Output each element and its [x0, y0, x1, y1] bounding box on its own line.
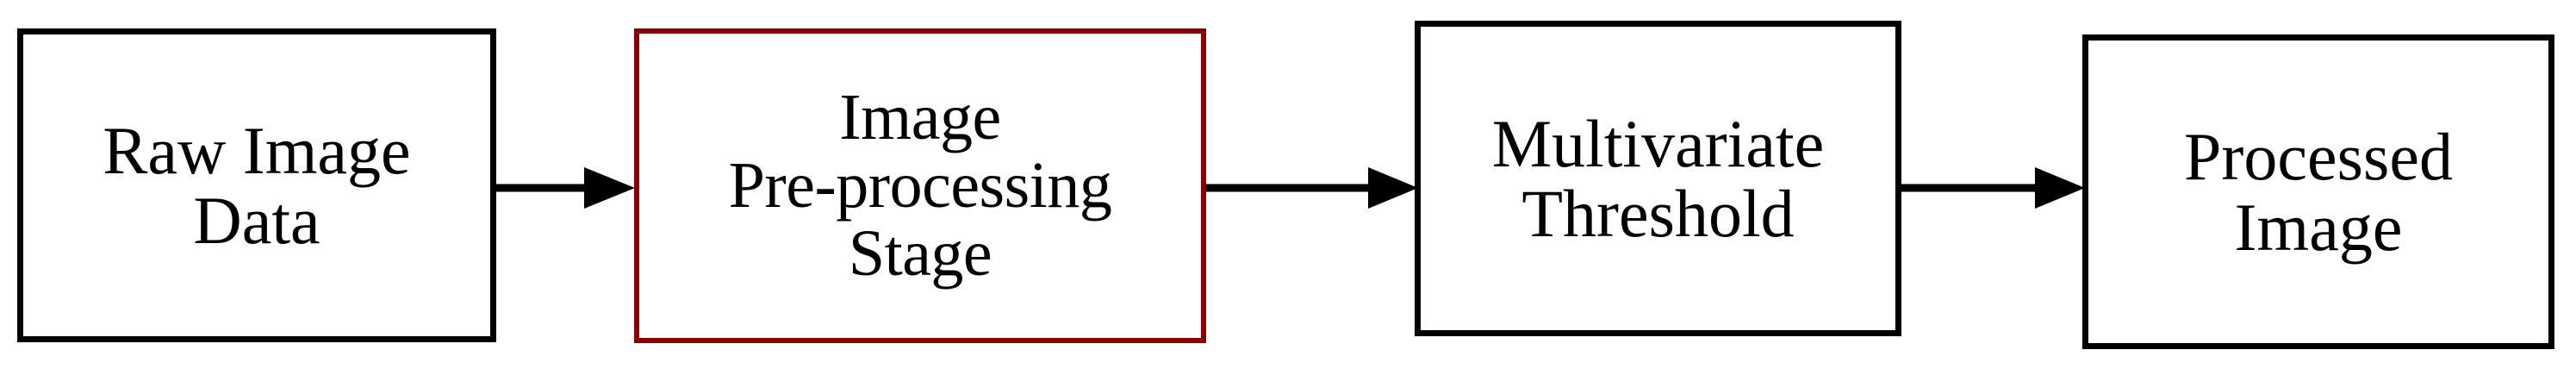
node-image-preprocessing-stage-label: Image Pre-processing Stage [728, 80, 1112, 291]
node-multivariate-threshold-label: Multivariate Threshold [1491, 105, 1825, 251]
node-multivariate-threshold[interactable]: Multivariate Threshold [1415, 21, 1901, 336]
arrow-threshold-to-processed-icon [1900, 167, 2085, 209]
arrow-raw-to-preprocessing-icon [496, 167, 635, 209]
node-raw-image-data[interactable]: Raw Image Data [17, 28, 496, 342]
node-processed-image[interactable]: Processed Image [2082, 34, 2554, 349]
node-processed-image-label: Processed Image [2184, 119, 2453, 265]
arrow-preprocessing-to-threshold-icon [1206, 167, 1418, 209]
node-raw-image-data-label: Raw Image Data [103, 112, 411, 258]
node-image-preprocessing-stage[interactable]: Image Pre-processing Stage [634, 28, 1206, 343]
